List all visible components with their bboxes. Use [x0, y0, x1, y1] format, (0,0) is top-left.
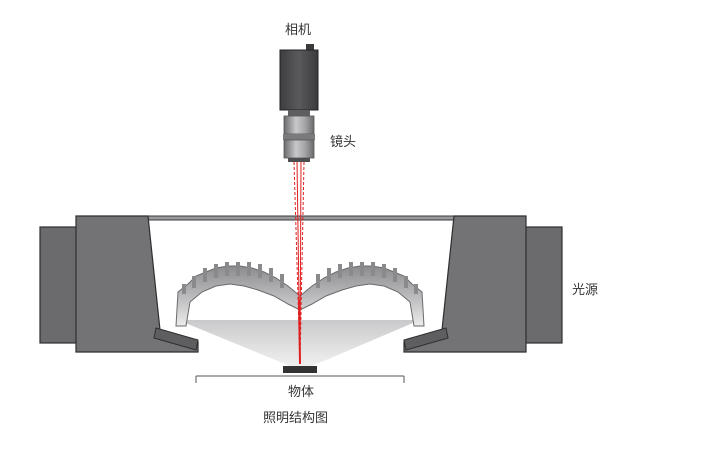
reflector-fins-right [316, 262, 418, 294]
reflector-fins-left [182, 262, 284, 294]
lens-mount [288, 110, 310, 116]
right-outer-block [523, 226, 563, 344]
object-bracket [195, 375, 405, 383]
diagram-caption: 照明结构图 [263, 411, 328, 426]
left-ring-lip [153, 327, 199, 351]
lens-ring-grip [283, 134, 315, 140]
camera [279, 44, 319, 111]
left-outer-block [39, 226, 79, 344]
camera-label: 相机 [285, 23, 311, 38]
lens-ring-lower [283, 139, 315, 159]
lens-front [288, 158, 310, 162]
lens-ring-upper [283, 115, 315, 135]
left-inner-body [75, 215, 199, 353]
object [283, 366, 317, 373]
light-source-label: 光源 [572, 283, 598, 298]
right-inner-body [403, 215, 527, 353]
camera-connector [306, 44, 314, 50]
right-ring-lip [403, 327, 449, 351]
lens-label: 镜头 [330, 135, 356, 150]
optical-beam [293, 161, 305, 365]
lens [283, 110, 315, 162]
object-label: 物体 [288, 385, 314, 400]
camera-body [279, 49, 319, 111]
light-source-housing [39, 215, 563, 353]
